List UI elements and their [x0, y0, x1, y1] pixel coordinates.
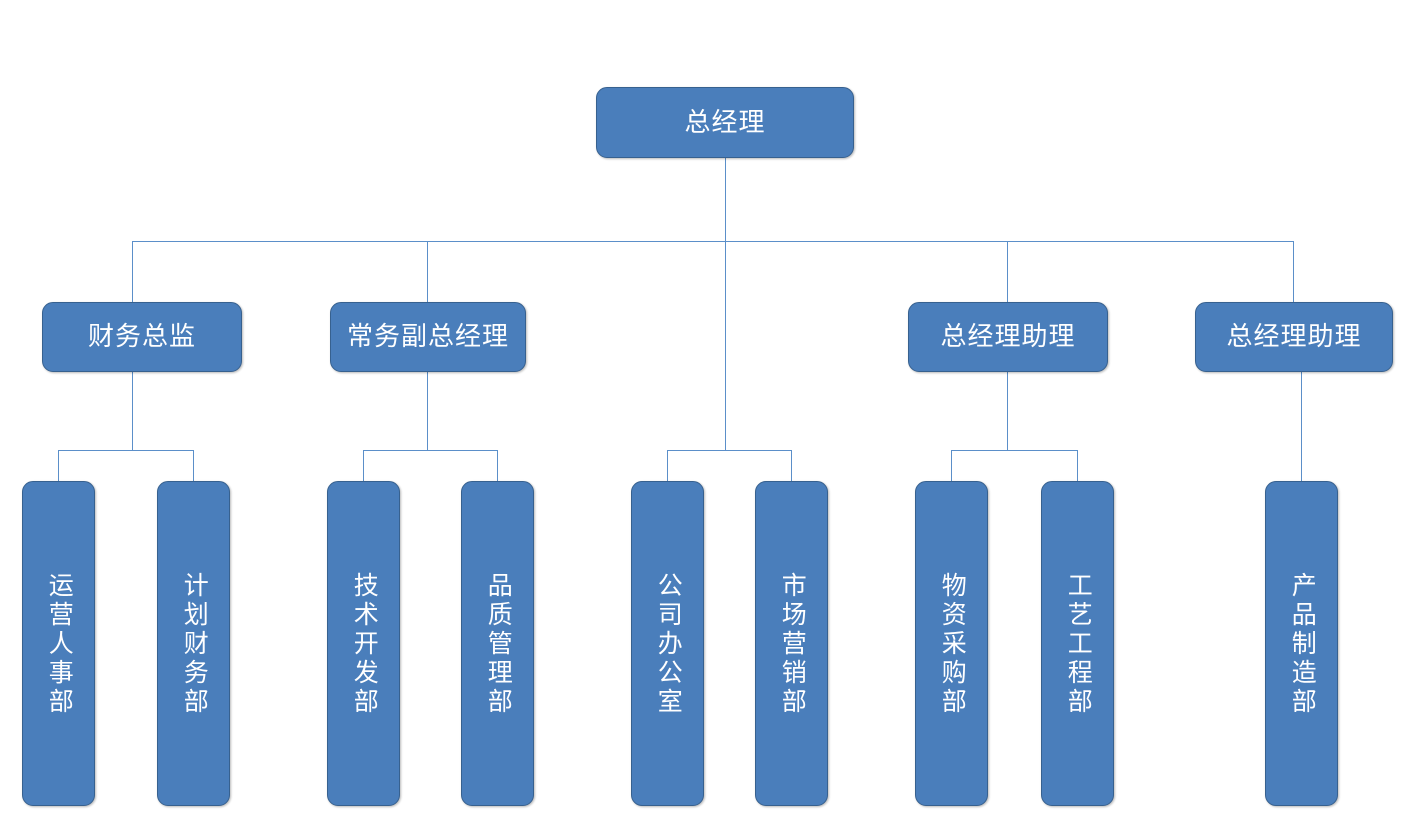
connector-evp-stem: [427, 372, 428, 451]
connector-bus-to-assistant2: [1293, 241, 1294, 303]
connector-bus-to-cfo: [132, 241, 133, 303]
node-label: 财务总监: [87, 322, 196, 352]
node-dept-technology-development[interactable]: 技术开发部: [327, 481, 400, 806]
node-dept-company-office[interactable]: 公司办公室: [631, 481, 704, 806]
node-label: 运营人事部: [45, 572, 73, 717]
connector-root-stem: [725, 158, 726, 242]
node-root-general-manager[interactable]: 总经理: [596, 87, 854, 158]
node-label: 技术开发部: [350, 572, 378, 717]
connector-assistant2-to-dept-manufacture: [1301, 372, 1302, 481]
connector-assistant1-to-dept-procurement: [951, 450, 952, 481]
connector-cfo-stem: [132, 372, 133, 451]
node-gm-assistant-1[interactable]: 总经理助理: [908, 302, 1108, 372]
connector-level2-bus: [132, 241, 1294, 242]
node-dept-planning-finance[interactable]: 计划财务部: [157, 481, 230, 806]
node-dept-process-engineering[interactable]: 工艺工程部: [1041, 481, 1114, 806]
node-label: 计划财务部: [180, 572, 208, 717]
connector-assistant1-to-dept-process-eng: [1077, 450, 1078, 481]
node-dept-operations-hr[interactable]: 运营人事部: [22, 481, 95, 806]
connector-cfo-to-dept-ops-hr: [58, 450, 59, 481]
node-label: 市场营销部: [778, 572, 806, 717]
connector-center-to-dept-office: [667, 450, 668, 481]
connector-evp-to-dept-tech-dev: [363, 450, 364, 481]
node-label: 常务副总经理: [346, 322, 509, 352]
connector-cfo-to-dept-plan-finance: [193, 450, 194, 481]
connector-root-to-center-group: [725, 241, 726, 451]
node-dept-quality-management[interactable]: 品质管理部: [461, 481, 534, 806]
connector-assistant1-stem: [1007, 372, 1008, 451]
node-label: 总经理助理: [1226, 322, 1362, 352]
connector-center-bus: [667, 450, 791, 451]
node-dept-product-manufacturing[interactable]: 产品制造部: [1265, 481, 1338, 806]
node-label: 产品制造部: [1288, 572, 1316, 717]
connector-evp-to-dept-quality: [497, 450, 498, 481]
connector-center-to-dept-marketing: [791, 450, 792, 481]
node-cfo[interactable]: 财务总监: [42, 302, 242, 372]
node-dept-marketing[interactable]: 市场营销部: [755, 481, 828, 806]
node-label: 总经理: [684, 107, 766, 137]
node-label: 总经理助理: [940, 322, 1076, 352]
connector-assistant1-bus: [951, 450, 1077, 451]
node-label: 公司办公室: [654, 572, 682, 717]
connector-bus-to-assistant1: [1007, 241, 1008, 303]
connector-evp-bus: [363, 450, 497, 451]
node-label: 物资采购部: [938, 572, 966, 717]
node-dept-materials-procurement[interactable]: 物资采购部: [915, 481, 988, 806]
node-label: 品质管理部: [484, 572, 512, 717]
connector-bus-to-evp: [427, 241, 428, 303]
node-gm-assistant-2[interactable]: 总经理助理: [1195, 302, 1393, 372]
node-label: 工艺工程部: [1064, 572, 1092, 717]
node-executive-vp[interactable]: 常务副总经理: [330, 302, 526, 372]
connector-cfo-bus: [58, 450, 193, 451]
